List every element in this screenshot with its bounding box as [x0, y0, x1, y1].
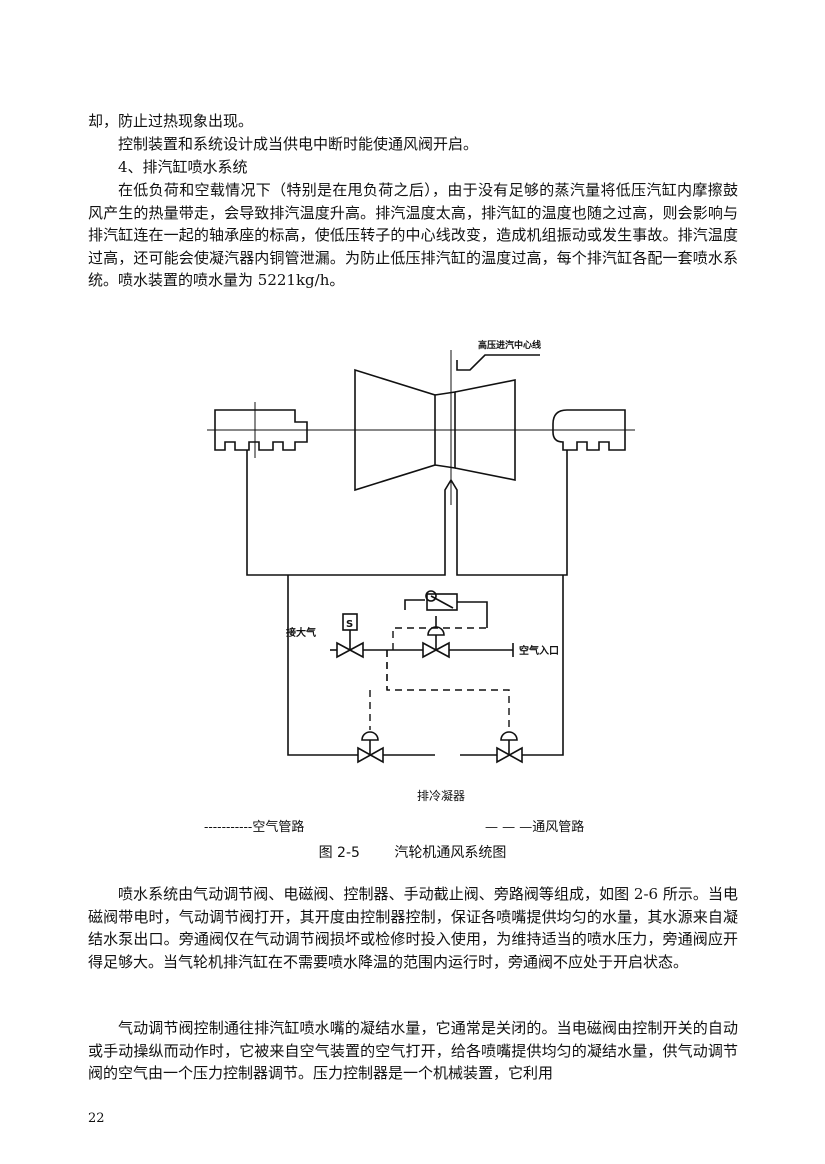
paragraph-5: 气动调节阀控制通往排汽缸喷水嘴的凝结水量，它通常是关闭的。当电磁阀由控制开关的自… — [88, 1019, 738, 1082]
ventilation-diagram-svg: 高压进汽中心线 接大气 空气入口 S 排冷凝器 — [207, 339, 635, 803]
air-inlet-label: 空气入口 — [519, 644, 559, 657]
paragraph-1: 却，防止过热现象出现。 — [88, 112, 254, 130]
condenser-label: 排冷凝器 — [417, 788, 465, 803]
caption-number: 图 2-5 — [318, 845, 360, 861]
legend-vent-piping: — — —通风管路 — [485, 820, 585, 835]
figure-caption: 图 2-5 汽轮机通风系统图 — [0, 842, 825, 862]
paragraph-3: 在低负荷和空载情况下（特别是在甩负荷之后），由于没有足够的蒸汽量将低压汽缸内摩擦… — [88, 181, 738, 289]
paragraph-4: 喷水系统由气动调节阀、电磁阀、控制器、手动截止阀、旁路阀等组成，如图 2-6 所… — [88, 885, 738, 971]
atmosphere-label: 接大气 — [286, 626, 316, 639]
section-heading: 4、排汽缸喷水系统 — [118, 158, 248, 176]
page-number: 22 — [88, 1111, 105, 1126]
paragraph-2: 控制装置和系统设计成当供电中断时能使通风阀开启。 — [118, 135, 479, 153]
legend-air-piping: -----------空气管路 — [204, 820, 305, 835]
caption-title: 汽轮机通风系统图 — [394, 845, 507, 861]
ventilation-diagram: 高压进汽中心线 接大气 空气入口 S 排冷凝器 — [195, 330, 645, 810]
solenoid-label: S — [346, 619, 353, 630]
hp-centerline-label: 高压进汽中心线 — [478, 339, 541, 351]
